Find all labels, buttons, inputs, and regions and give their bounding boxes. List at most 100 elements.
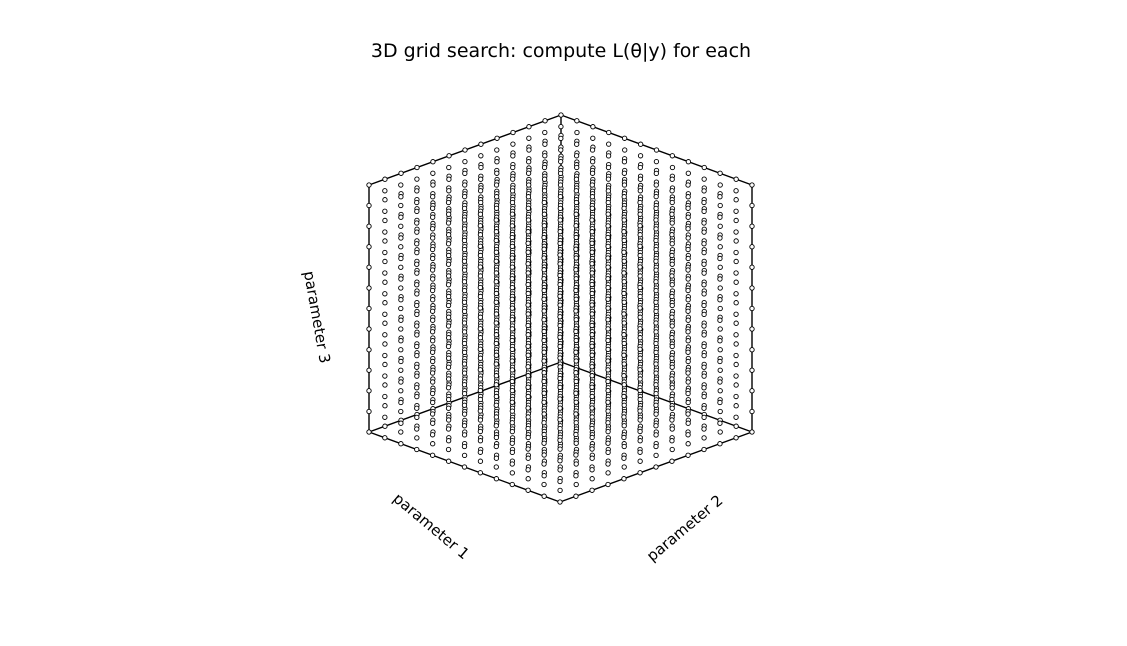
grid-point [669,252,675,259]
grid-point [653,170,659,177]
grid-point [398,317,404,323]
grid-point [509,346,515,353]
grid-point [605,255,611,261]
grid-point [429,329,436,335]
grid-point [429,390,436,397]
grid-point [414,229,420,235]
grid-point [590,159,596,165]
grid-point [589,487,595,493]
grid-point [445,385,452,391]
grid-point [414,364,420,370]
grid-point [398,194,404,200]
grid-point [382,352,388,359]
grid-point [430,214,436,220]
grid-point [717,326,723,332]
grid-point [446,164,452,171]
grid-point [445,323,452,329]
grid-point [574,129,580,136]
grid-point [669,364,675,370]
grid-point [749,182,755,188]
grid-point [653,217,659,223]
grid-point [493,382,499,388]
grid-point [573,276,579,282]
grid-point [541,349,547,355]
grid-point [509,408,515,414]
grid-point [621,434,627,441]
grid-point [701,426,707,432]
grid-point [669,376,675,382]
grid-point [541,317,547,323]
grid-point [605,153,612,159]
grid-point [429,226,436,232]
grid-point [653,226,659,232]
grid-point [525,373,531,379]
grid-point [430,182,436,188]
grid-point [493,217,499,223]
grid-point [525,240,531,246]
grid-point [685,317,691,323]
grid-point [509,420,515,426]
grid-point [542,153,548,159]
grid-point [398,326,404,332]
grid-point [637,355,643,361]
grid-point [669,199,675,206]
grid-point [749,264,755,270]
grid-point [589,182,595,188]
grid-point [525,414,531,420]
grid-point [414,176,420,182]
grid-point [605,337,611,344]
grid-point [589,311,595,317]
grid-point [541,287,547,294]
grid-point [733,300,739,306]
grid-point [414,220,420,226]
grid-point [509,428,515,435]
grid-point [573,176,580,182]
grid-point [445,364,452,370]
grid-point [557,252,563,258]
grid-point [621,352,627,358]
grid-point [382,332,388,338]
grid-point [557,467,563,473]
grid-point [669,261,675,267]
grid-point [637,264,643,270]
grid-point [366,388,372,394]
grid-point [589,414,595,420]
grid-point [749,367,755,373]
grid-point [573,188,579,194]
grid-point [701,176,707,182]
grid-point [701,270,707,276]
grid-point [366,367,372,373]
grid-point [382,403,388,409]
grid-point [414,414,420,421]
grid-point [701,311,707,318]
grid-point [717,358,723,365]
grid-point [573,473,579,479]
grid-point [653,308,659,315]
grid-point [717,379,723,385]
grid-point [605,399,611,405]
grid-point [749,285,755,291]
grid-point [509,199,516,206]
grid-point [573,440,579,446]
grid-point [637,346,643,352]
grid-point [557,334,563,340]
grid-point [509,296,515,302]
grid-point [621,382,627,388]
grid-point [510,153,516,159]
grid-point [557,170,564,177]
grid-point [621,340,627,347]
grid-point [366,429,372,435]
grid-point [605,317,611,323]
grid-point [621,194,627,200]
grid-point [478,141,484,147]
grid-point [685,159,692,165]
grid-point [477,243,483,249]
grid-point [621,320,627,326]
grid-point [573,370,579,376]
grid-point [717,317,723,323]
grid-point [461,308,468,315]
grid-point [478,164,484,171]
grid-point [557,355,563,361]
grid-point [445,273,452,279]
grid-point [509,264,515,270]
